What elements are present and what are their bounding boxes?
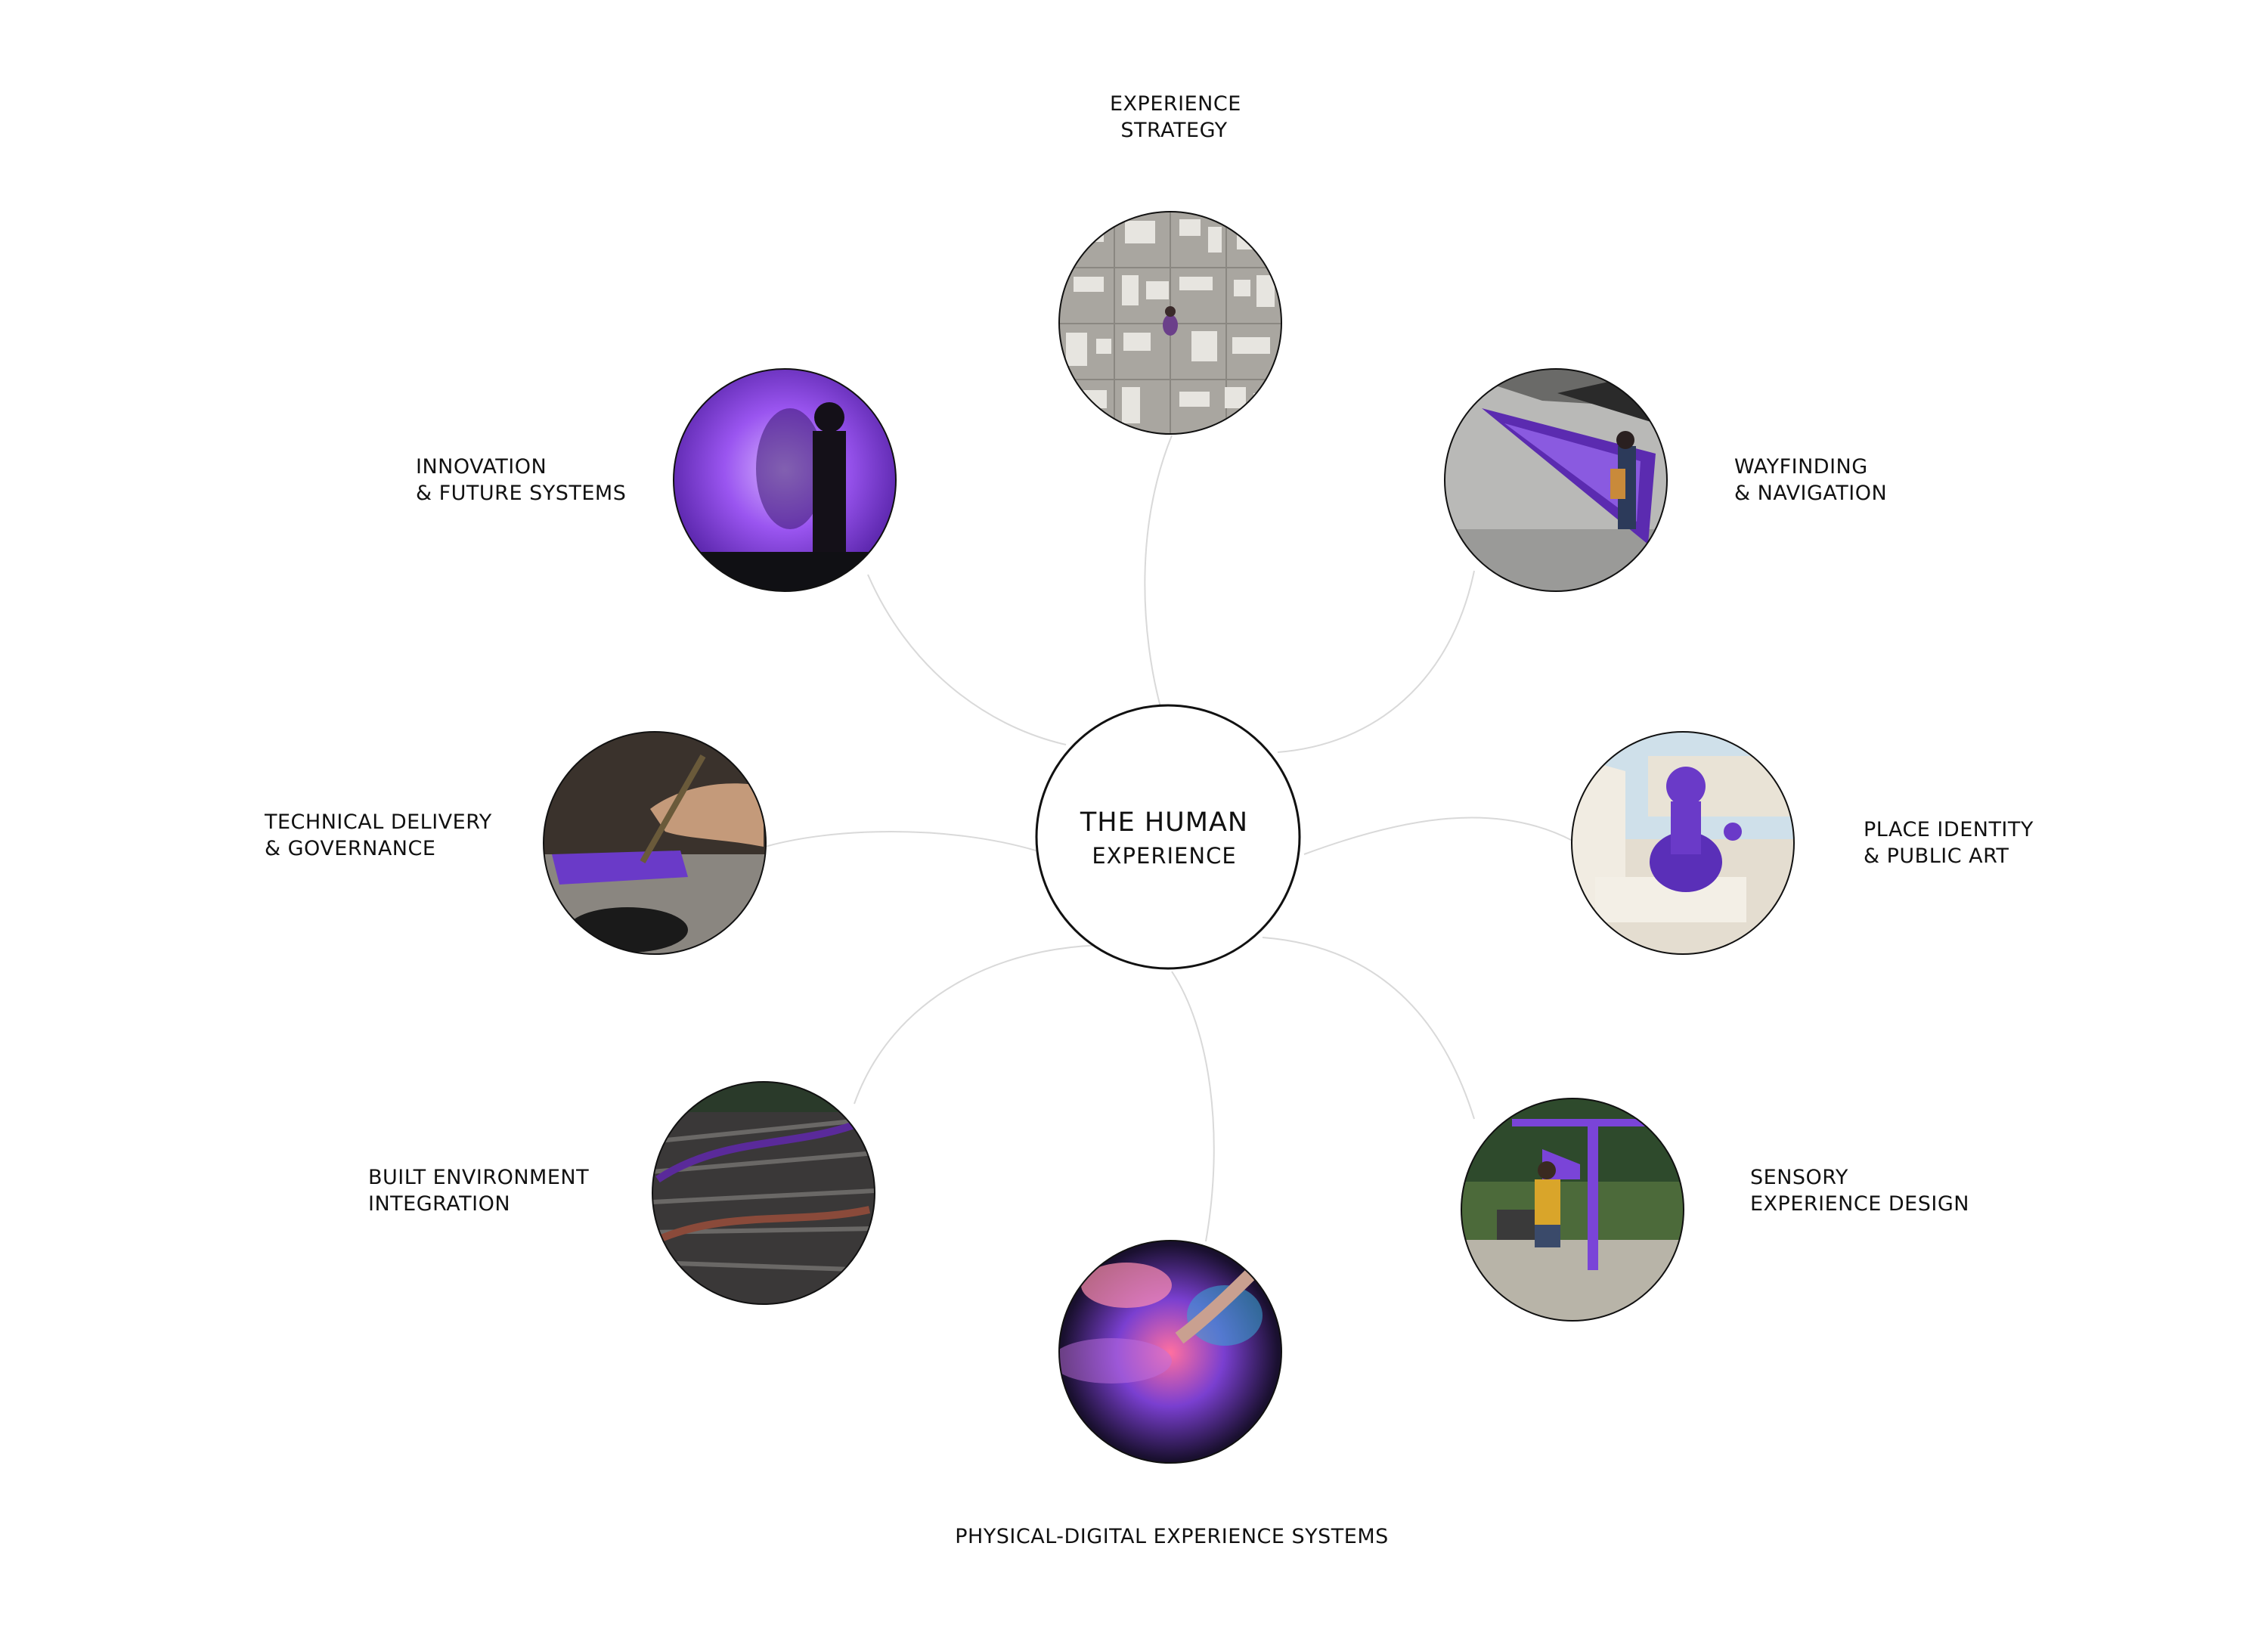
label-built-environment: BUILT ENVIRONMENT INTEGRATION bbox=[368, 1166, 590, 1216]
center-title-line2: EXPERIENCE bbox=[1092, 843, 1237, 869]
connector-physical-digital bbox=[1171, 971, 1215, 1242]
gallery-visitor-photo bbox=[1444, 368, 1668, 592]
drafting-hand-photo bbox=[543, 731, 767, 955]
center-title: THE HUMAN EXPERIENCE bbox=[1040, 805, 1289, 872]
interactive-projection-photo bbox=[1058, 1240, 1282, 1464]
center-circle bbox=[1035, 704, 1301, 970]
park-listening-horn-photo bbox=[1461, 1098, 1684, 1322]
connector-place-identity bbox=[1303, 816, 1573, 855]
label-place-identity: PLACE IDENTITY & PUBLIC ART bbox=[1864, 818, 2034, 868]
label-physical-digital: PHYSICAL-DIGITAL EXPERIENCE SYSTEMS bbox=[955, 1525, 1389, 1548]
connector-lines bbox=[764, 435, 1573, 1242]
label-experience-strategy: EXPERIENCE STRATEGY bbox=[1110, 92, 1241, 142]
connector-experience-strategy bbox=[1144, 435, 1173, 708]
purple-light-wall-photo bbox=[673, 368, 897, 592]
connector-built-environment bbox=[854, 944, 1112, 1105]
concrete-grid-photo bbox=[1058, 211, 1282, 435]
connector-technical-delivery bbox=[764, 831, 1036, 851]
connector-innovation bbox=[867, 574, 1067, 745]
label-innovation: INNOVATION & FUTURE SYSTEMS bbox=[416, 455, 627, 505]
label-wayfinding: WAYFINDING & NAVIGATION bbox=[1734, 455, 1888, 505]
connector-wayfinding bbox=[1277, 570, 1475, 753]
label-sensory: SENSORY EXPERIENCE DESIGN bbox=[1750, 1166, 1969, 1216]
connector-sensory bbox=[1262, 937, 1475, 1120]
timber-canopy-photo bbox=[652, 1081, 875, 1305]
purple-sculpture-photo bbox=[1571, 731, 1795, 955]
center-title-line1: THE HUMAN bbox=[1080, 807, 1249, 838]
label-technical-delivery: TECHNICAL DELIVERY & GOVERNANCE bbox=[265, 810, 492, 860]
